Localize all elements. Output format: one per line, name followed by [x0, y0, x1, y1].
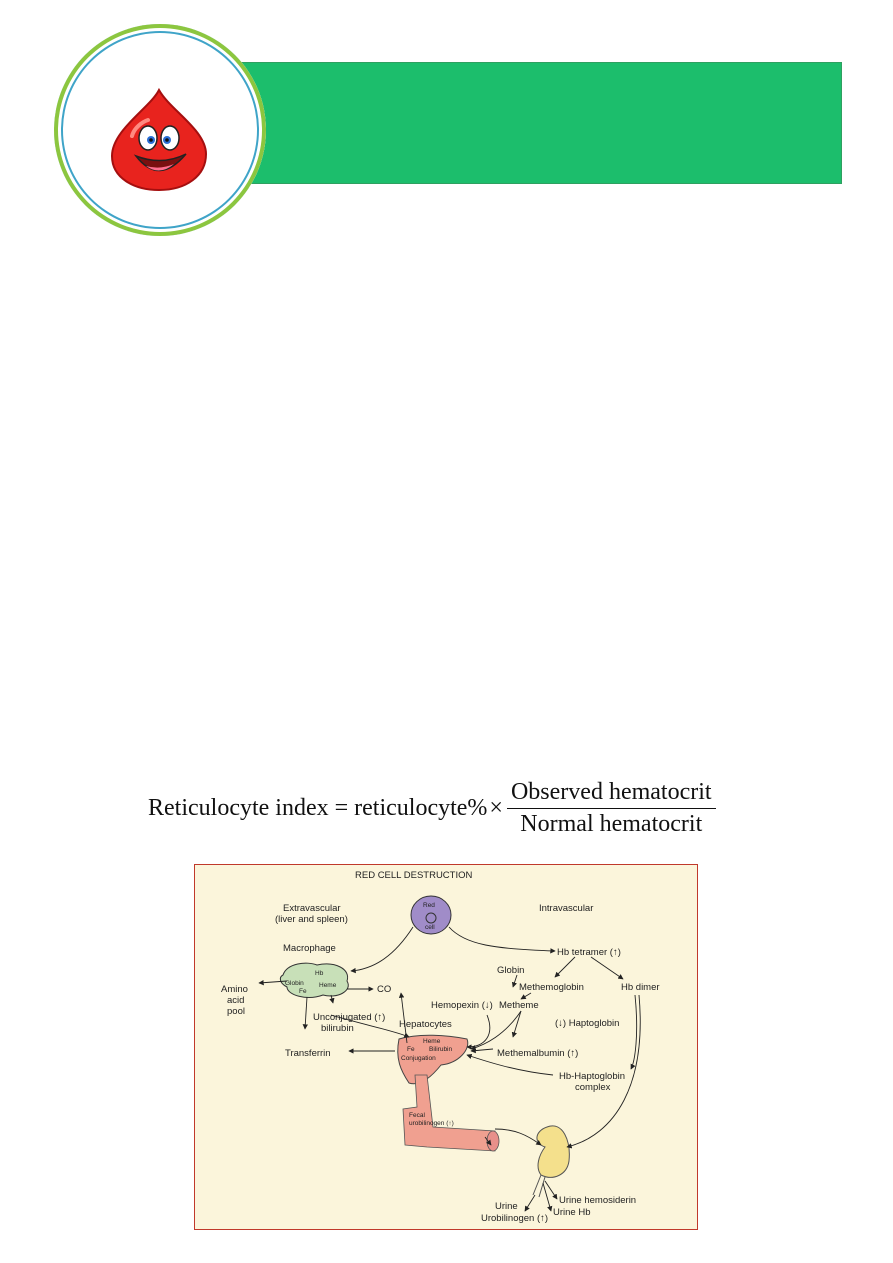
arrow-hemopexin-liver [466, 1014, 491, 1050]
arrow-macrophage-bilirubin [329, 994, 335, 1004]
diagram-arrows [258, 926, 641, 1212]
formula-times: × [489, 794, 503, 821]
arrow-methemoglobin-metheme [520, 992, 532, 1000]
arrow-methemalbumin-liver [470, 1047, 494, 1054]
arrow-urine-hb [542, 1182, 553, 1212]
label-hb-inner: Hb [315, 970, 324, 977]
label-urine-urobilinogen: Urobilinogen (↑) [481, 1213, 548, 1224]
label-fecal: Fecal [409, 1112, 425, 1119]
arrow-redcell-hbtetramer [448, 926, 556, 954]
formula-term: reticulocyte% [354, 794, 488, 821]
label-bilirubin: bilirubin [321, 1023, 354, 1034]
label-hep-fe: Fe [407, 1046, 415, 1053]
arrow-macrophage-transferrin [302, 996, 308, 1030]
label-transferrin: Transferrin [285, 1048, 331, 1059]
ureter-shape [532, 1174, 546, 1198]
label-macrophage: Macrophage [283, 943, 336, 954]
reticulocyte-index-formula: Reticulocyte index = reticulocyte% × Obs… [148, 776, 716, 840]
label-haptoglobin: (↓) Haptoglobin [555, 1018, 619, 1029]
label-fecal-urobilinogen: urobilinogen (↑) [409, 1120, 454, 1127]
label-hep-heme: Heme [423, 1038, 441, 1045]
formula-lhs: Reticulocyte index [148, 794, 329, 821]
arrow-urine-urobilinogen [524, 1194, 536, 1212]
label-globin: Globin [497, 965, 524, 976]
label-hb-tetramer: Hb tetramer (↑) [557, 947, 621, 958]
arrow-redcell-macrophage [350, 926, 414, 974]
arrow-macrophage-amino [258, 979, 288, 986]
intestine-shape [402, 1074, 496, 1152]
arrow-fecal [484, 1136, 492, 1146]
macrophage-shape [279, 962, 349, 998]
label-heme-inner: Heme [319, 982, 337, 989]
formula-numerator: Observed hematocrit [506, 779, 716, 809]
label-acid: acid [227, 995, 244, 1006]
arrow-intestine-kidney [494, 1128, 542, 1146]
kidney-shape [536, 1125, 570, 1178]
label-cell: cell [425, 924, 435, 931]
label-red: Red [423, 902, 435, 909]
arrow-dimer-complex [630, 994, 638, 1070]
red-cell-shape [410, 895, 452, 935]
label-urine-hemosiderin: Urine hemosiderin [559, 1195, 636, 1206]
blood-drop-mascot-icon [110, 87, 208, 192]
diagram-title: RED CELL DESTRUCTION [355, 870, 472, 881]
intestine-end-shape [486, 1130, 500, 1152]
arrow-metheme-methemalbumin [511, 1010, 522, 1038]
label-hemopexin: Hemopexin (↓) [431, 1000, 493, 1011]
label-methemalbumin: Methemalbumin (↑) [497, 1048, 578, 1059]
logo-badge [54, 24, 266, 236]
arrow-urine-hemosiderin [544, 1180, 558, 1200]
label-hb-haptoglobin: Hb-Haptoglobin [559, 1071, 625, 1082]
formula-equals: = [334, 794, 349, 821]
formula-fraction: Observed hematocrit Normal hematocrit [506, 779, 716, 838]
arrow-bilirubin-liver [330, 1014, 410, 1038]
label-hep-conjugation: Conjugation [401, 1055, 436, 1062]
label-complex: complex [575, 1082, 611, 1093]
liver-shape [397, 1034, 469, 1085]
label-amino: Amino [221, 984, 248, 995]
arrow-dimer-kidney [566, 994, 641, 1149]
label-co: CO [377, 984, 391, 995]
label-extravascular: Extravascular [283, 903, 341, 914]
red-cell-destruction-diagram: RED CELL DESTRUCTION Extravascular (live… [194, 864, 698, 1230]
label-intravascular: Intravascular [539, 903, 593, 914]
label-metheme: Metheme [499, 1000, 539, 1011]
arrow-globin-methemoglobin [511, 974, 518, 988]
label-globin-inner: Globin [285, 980, 304, 987]
arrow-tetramer-dimer [590, 956, 624, 980]
label-methemoglobin: Methemoglobin [519, 982, 584, 993]
label-urine: Urine [495, 1201, 518, 1212]
arrow-metheme-liver [470, 1010, 522, 1051]
red-cell-nucleus [425, 912, 437, 924]
label-hepatocytes: Hepatocytes [399, 1019, 452, 1030]
label-liver-spleen: (liver and spleen) [275, 914, 348, 925]
red-cell-destruction-svg: RED CELL DESTRUCTION Extravascular (live… [221, 870, 660, 1224]
label-hb-dimer: Hb dimer [621, 982, 660, 993]
label-hep-bilirubin: Bilirubin [429, 1046, 453, 1053]
label-fe-inner: Fe [299, 988, 307, 995]
arrow-complex-liver [466, 1053, 554, 1076]
label-unconjugated: Unconjugated (↑) [313, 1012, 385, 1023]
label-urine-hb: Urine Hb [553, 1207, 591, 1218]
arrow-tetramer-methemoglobin [554, 956, 576, 978]
label-pool: pool [227, 1006, 245, 1017]
formula-denominator: Normal hematocrit [520, 810, 703, 837]
header-banner [240, 62, 842, 184]
